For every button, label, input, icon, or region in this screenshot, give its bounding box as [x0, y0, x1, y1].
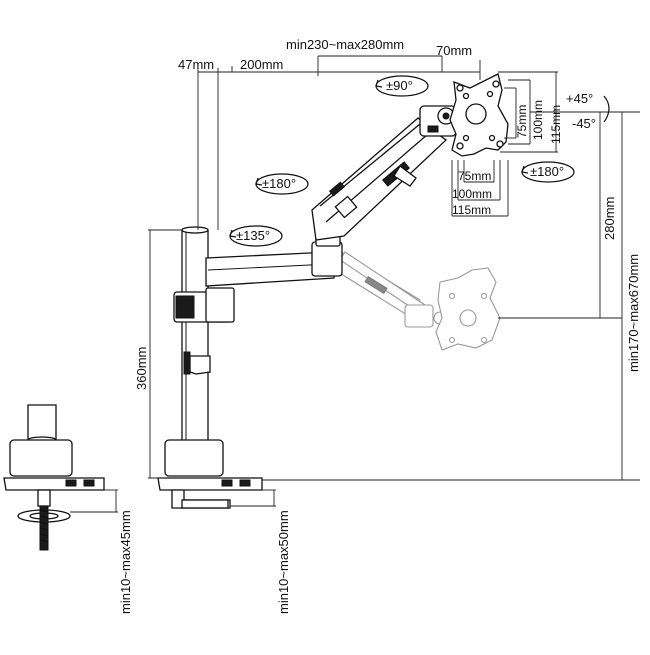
label-pole-height: 360mm	[134, 347, 149, 390]
label-vesa-75-v: 75mm	[515, 105, 529, 138]
label-vesa-100-h: 100mm	[452, 187, 492, 201]
label-tilt-down: -45°	[572, 116, 596, 131]
dimension-lines	[70, 55, 640, 513]
rotation-arrow-swivel-arm	[255, 173, 309, 195]
label-plate-depth: 70mm	[436, 43, 472, 58]
vesa-plate	[449, 73, 509, 157]
label-height-280: 280mm	[602, 197, 617, 240]
label-vesa-75-h: 75mm	[458, 169, 491, 183]
label-arm-200: 200mm	[240, 57, 283, 72]
upper-gas-arm	[311, 117, 448, 241]
label-vesa-115-v: 115mm	[549, 105, 563, 144]
dimension-labels: min230~max280mm 70mm 47mm 200mm ±90° +45…	[118, 37, 641, 614]
desk-base	[157, 439, 263, 509]
label-clamp-range-1: min10~max45mm	[118, 510, 133, 614]
label-pole-offset: 47mm	[178, 57, 214, 72]
rotation-arrow-tilt	[603, 95, 610, 123]
label-vesa-115-h: 115mm	[452, 203, 491, 217]
label-clamp-range-2: min10~max50mm	[276, 510, 291, 614]
label-tilt-up: +45°	[566, 91, 593, 106]
lower-arm	[205, 231, 343, 287]
label-vesa-100-v: 100mm	[531, 100, 545, 140]
clamp-detail	[3, 404, 105, 551]
lowered-vesa-plate-ghost	[435, 267, 501, 351]
pole	[181, 226, 211, 446]
label-rot-plate: ±90°	[386, 78, 413, 93]
rotation-arrow-swivel-plate	[521, 161, 575, 183]
label-swivel-pole: ±135°	[236, 228, 270, 243]
pole-arm-joint	[173, 287, 235, 323]
label-arm-reach: min230~max280mm	[286, 37, 404, 52]
label-swivel-plate: ±180°	[530, 164, 564, 179]
label-height-range: min170~max670mm	[626, 254, 641, 372]
rotation-arrow-swivel-pole	[229, 225, 283, 247]
label-swivel-arm: ±180°	[262, 176, 296, 191]
rotation-arrow-plate	[375, 75, 429, 97]
